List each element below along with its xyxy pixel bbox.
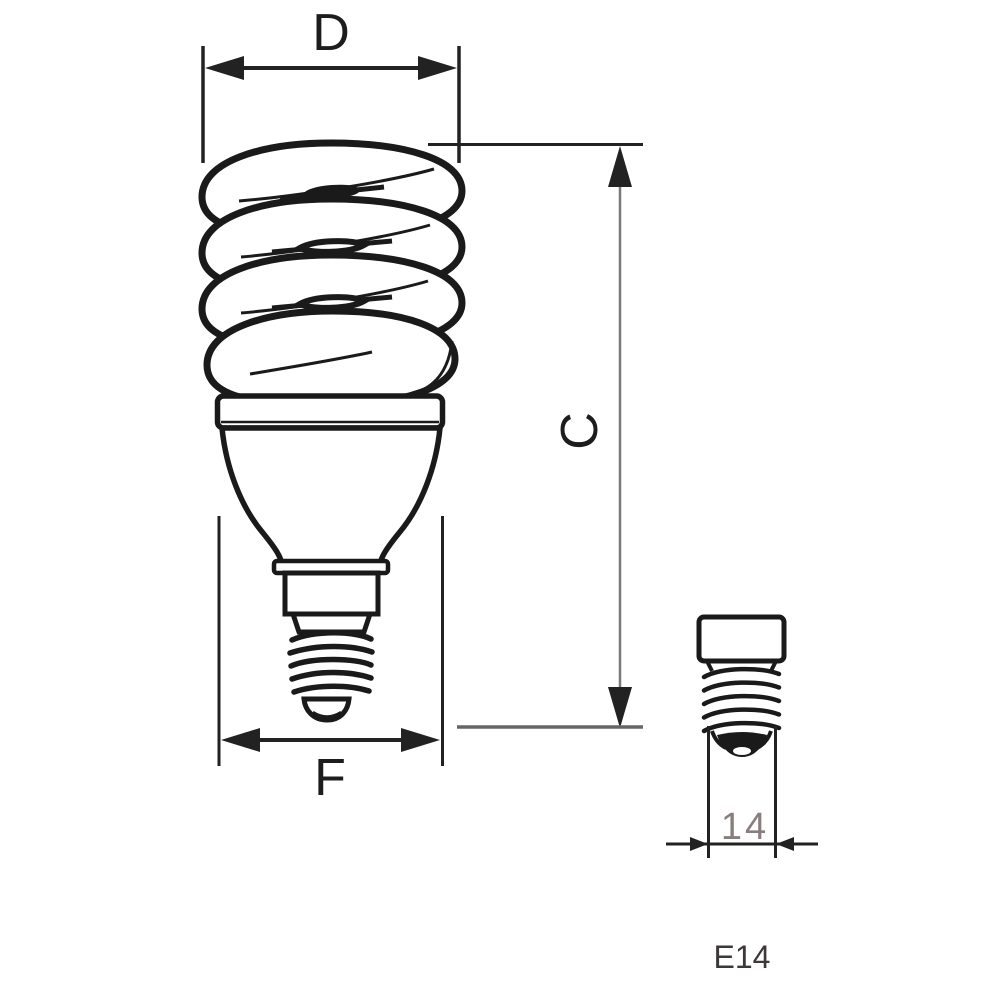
- cap-type-label: E14: [713, 939, 771, 975]
- housing-dome: [218, 425, 444, 568]
- e14-cap-body: [696, 614, 787, 664]
- spiral-turn-1-lens: [304, 184, 360, 200]
- base-thread-1: [289, 630, 374, 643]
- spiral-tube: [198, 139, 466, 409]
- base-shoulder: [289, 611, 374, 635]
- base-tip-line: [312, 710, 342, 718]
- e14-cap-drawing: [666, 614, 818, 858]
- d-arrowhead-right-icon: [418, 56, 457, 80]
- spiral-tube-end-fold: [417, 340, 454, 394]
- f-arrowhead-left-icon: [221, 728, 260, 752]
- dimension-label-f: F: [314, 749, 346, 807]
- c-arrowhead-up-icon: [608, 146, 632, 187]
- screw-base: [287, 630, 375, 723]
- e14-thread-1: [701, 666, 782, 680]
- e14-arrowhead-right-icon: [776, 837, 794, 851]
- dimension-label-c: C: [551, 412, 609, 450]
- e14-thread-4: [701, 707, 782, 720]
- spiral-turn-2-lens: [293, 238, 371, 255]
- e14-tip-highlight: [733, 747, 751, 755]
- dimension-c: [457, 146, 643, 729]
- spiral-turn-4-inner-line: [249, 350, 373, 376]
- base-thread-2: [287, 643, 375, 656]
- e14-cap-taper: [705, 660, 778, 672]
- spiral-turn-3-lens: [293, 294, 371, 311]
- e14-contact-tip: [717, 732, 767, 757]
- dimension-f: [221, 728, 440, 752]
- base-thread-3: [288, 656, 374, 669]
- e14-thread-2: [701, 680, 782, 693]
- c-arrowhead-down-icon: [608, 687, 632, 728]
- lamp-housing: [214, 393, 446, 635]
- dimension-label-d: D: [312, 4, 350, 62]
- dimension-label-14mm: 14: [720, 806, 770, 848]
- e14-thread-3: [701, 693, 782, 707]
- e14-thread-5: [701, 720, 782, 734]
- housing-neck: [282, 570, 381, 617]
- f-arrowhead-right-icon: [401, 728, 440, 752]
- d-arrowhead-left-icon: [205, 56, 244, 80]
- e14-arrowhead-left-icon: [690, 837, 708, 851]
- base-thread-4: [289, 669, 374, 682]
- base-thread-5: [291, 683, 372, 695]
- cfl-bulb-drawing: [198, 139, 466, 723]
